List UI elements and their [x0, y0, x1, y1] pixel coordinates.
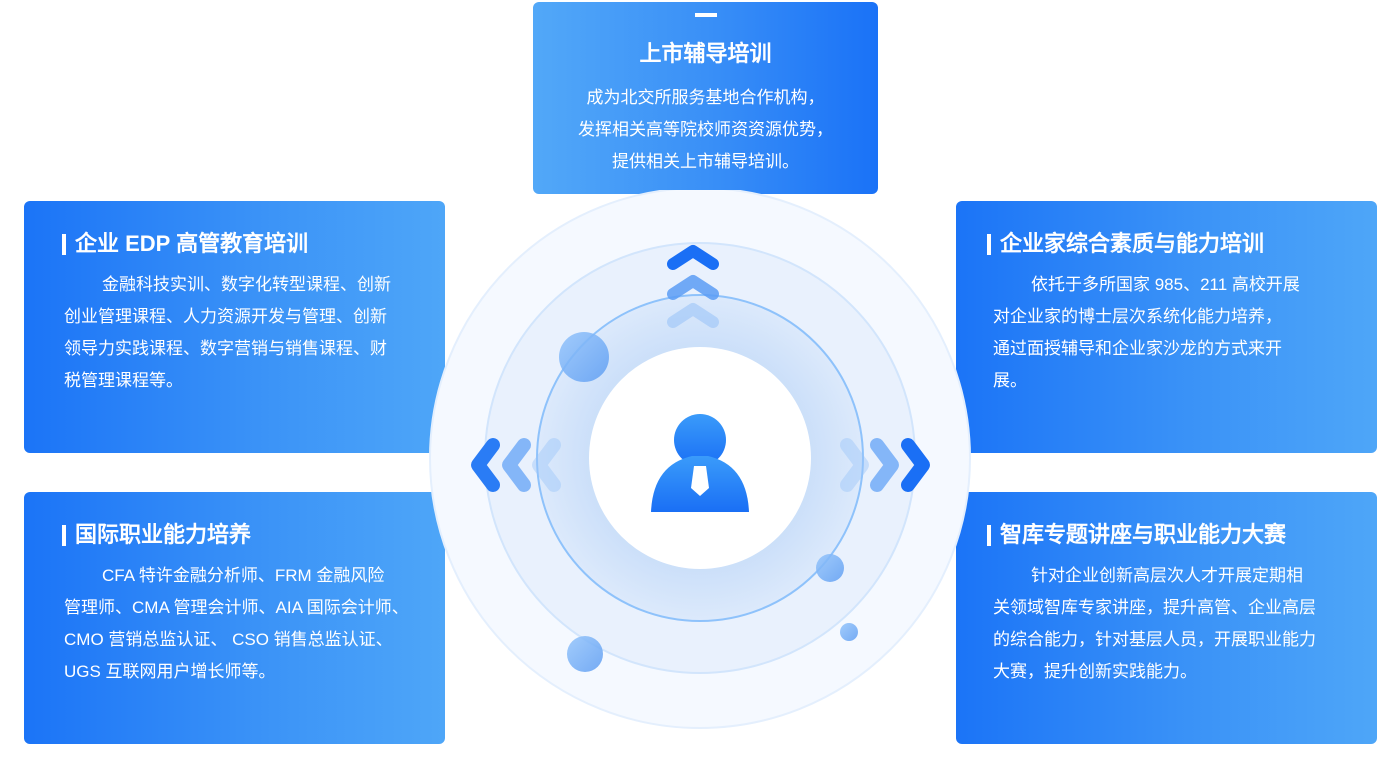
card-title: 上市辅导培训: [639, 41, 772, 66]
card-line: 的综合能力，针对基层人员，开展职业能力: [993, 630, 1316, 649]
person-with-tie-icon: [651, 414, 749, 512]
decor-dot: [840, 623, 858, 641]
card-think-tank-lectures: 智库专题讲座与职业能力大赛 针对企业创新高层次人才开展定期相 关领域智库专家讲座…: [956, 492, 1377, 744]
card-line: 创业管理课程、人力资源开发与管理、创新: [64, 307, 387, 326]
right-arrows-icon: [840, 438, 930, 492]
title-bar: [62, 524, 66, 546]
card-edp-training: 企业 EDP 高管教育培训 金融科技实训、数字化转型课程、创新 创业管理课程、人…: [24, 201, 445, 453]
card-line: 领导力实践课程、数字营销与销售课程、财: [64, 339, 387, 358]
card-line: 关领域智库专家讲座，提升高管、企业高层: [993, 598, 1316, 617]
card-line: 针对企业创新高层次人才开展定期相: [1031, 566, 1303, 585]
card-line: 对企业家的博士层次系统化能力培养，: [993, 307, 1282, 326]
card-line: CFA 特许金融分析师、FRM 金融风险: [102, 566, 385, 585]
card-title: 企业 EDP 高管教育培训: [75, 231, 309, 256]
card-line: CMO 营销总监认证、 CSO 销售总监认证、: [64, 630, 393, 649]
left-arrows-icon: [471, 438, 561, 492]
card-line: 发挥相关高等院校师资资源优势，: [578, 120, 833, 139]
card-entrepreneur-training: 企业家综合素质与能力培训 依托于多所国家 985、211 高校开展 对企业家的博…: [956, 201, 1377, 453]
card-line: 大赛，提升创新实践能力。: [993, 662, 1197, 681]
card-title: 国际职业能力培养: [75, 522, 252, 547]
title-bar: [987, 233, 991, 255]
card-line: 成为北交所服务基地合作机构，: [586, 88, 825, 107]
card-international-skills: 国际职业能力培养 CFA 特许金融分析师、FRM 金融风险 管理师、CMA 管理…: [24, 492, 445, 744]
up-arrows-icon: [667, 245, 719, 328]
card-title: 智库专题讲座与职业能力大赛: [1000, 522, 1287, 547]
card-line: 依托于多所国家 985、211 高校开展: [1031, 275, 1300, 294]
title-bar: [62, 233, 66, 255]
card-listing-training: 上市辅导培训 成为北交所服务基地合作机构， 发挥相关高等院校师资资源优势， 提供…: [533, 2, 878, 194]
dash-decoration: [694, 13, 717, 17]
decor-dot: [559, 332, 609, 382]
card-body: 成为北交所服务基地合作机构， 发挥相关高等院校师资资源优势， 提供相关上市辅导培…: [533, 82, 878, 178]
card-line: 提供相关上市辅导培训。: [612, 152, 799, 171]
title-bar: [987, 524, 991, 546]
card-line: 金融科技实训、数字化转型课程、创新: [102, 275, 391, 294]
center-rings-graphic: [429, 190, 971, 729]
card-line: 管理师、CMA 管理会计师、AIA 国际会计师、: [64, 598, 409, 617]
card-line: UGS 互联网用户增长师等。: [64, 662, 276, 681]
decor-dot: [816, 554, 844, 582]
card-line: 税管理课程等。: [64, 371, 183, 390]
decor-dot: [567, 636, 603, 672]
card-line: 通过面授辅导和企业家沙龙的方式来开: [993, 339, 1282, 358]
card-line: 展。: [993, 371, 1027, 390]
card-title: 企业家综合素质与能力培训: [1000, 231, 1265, 256]
